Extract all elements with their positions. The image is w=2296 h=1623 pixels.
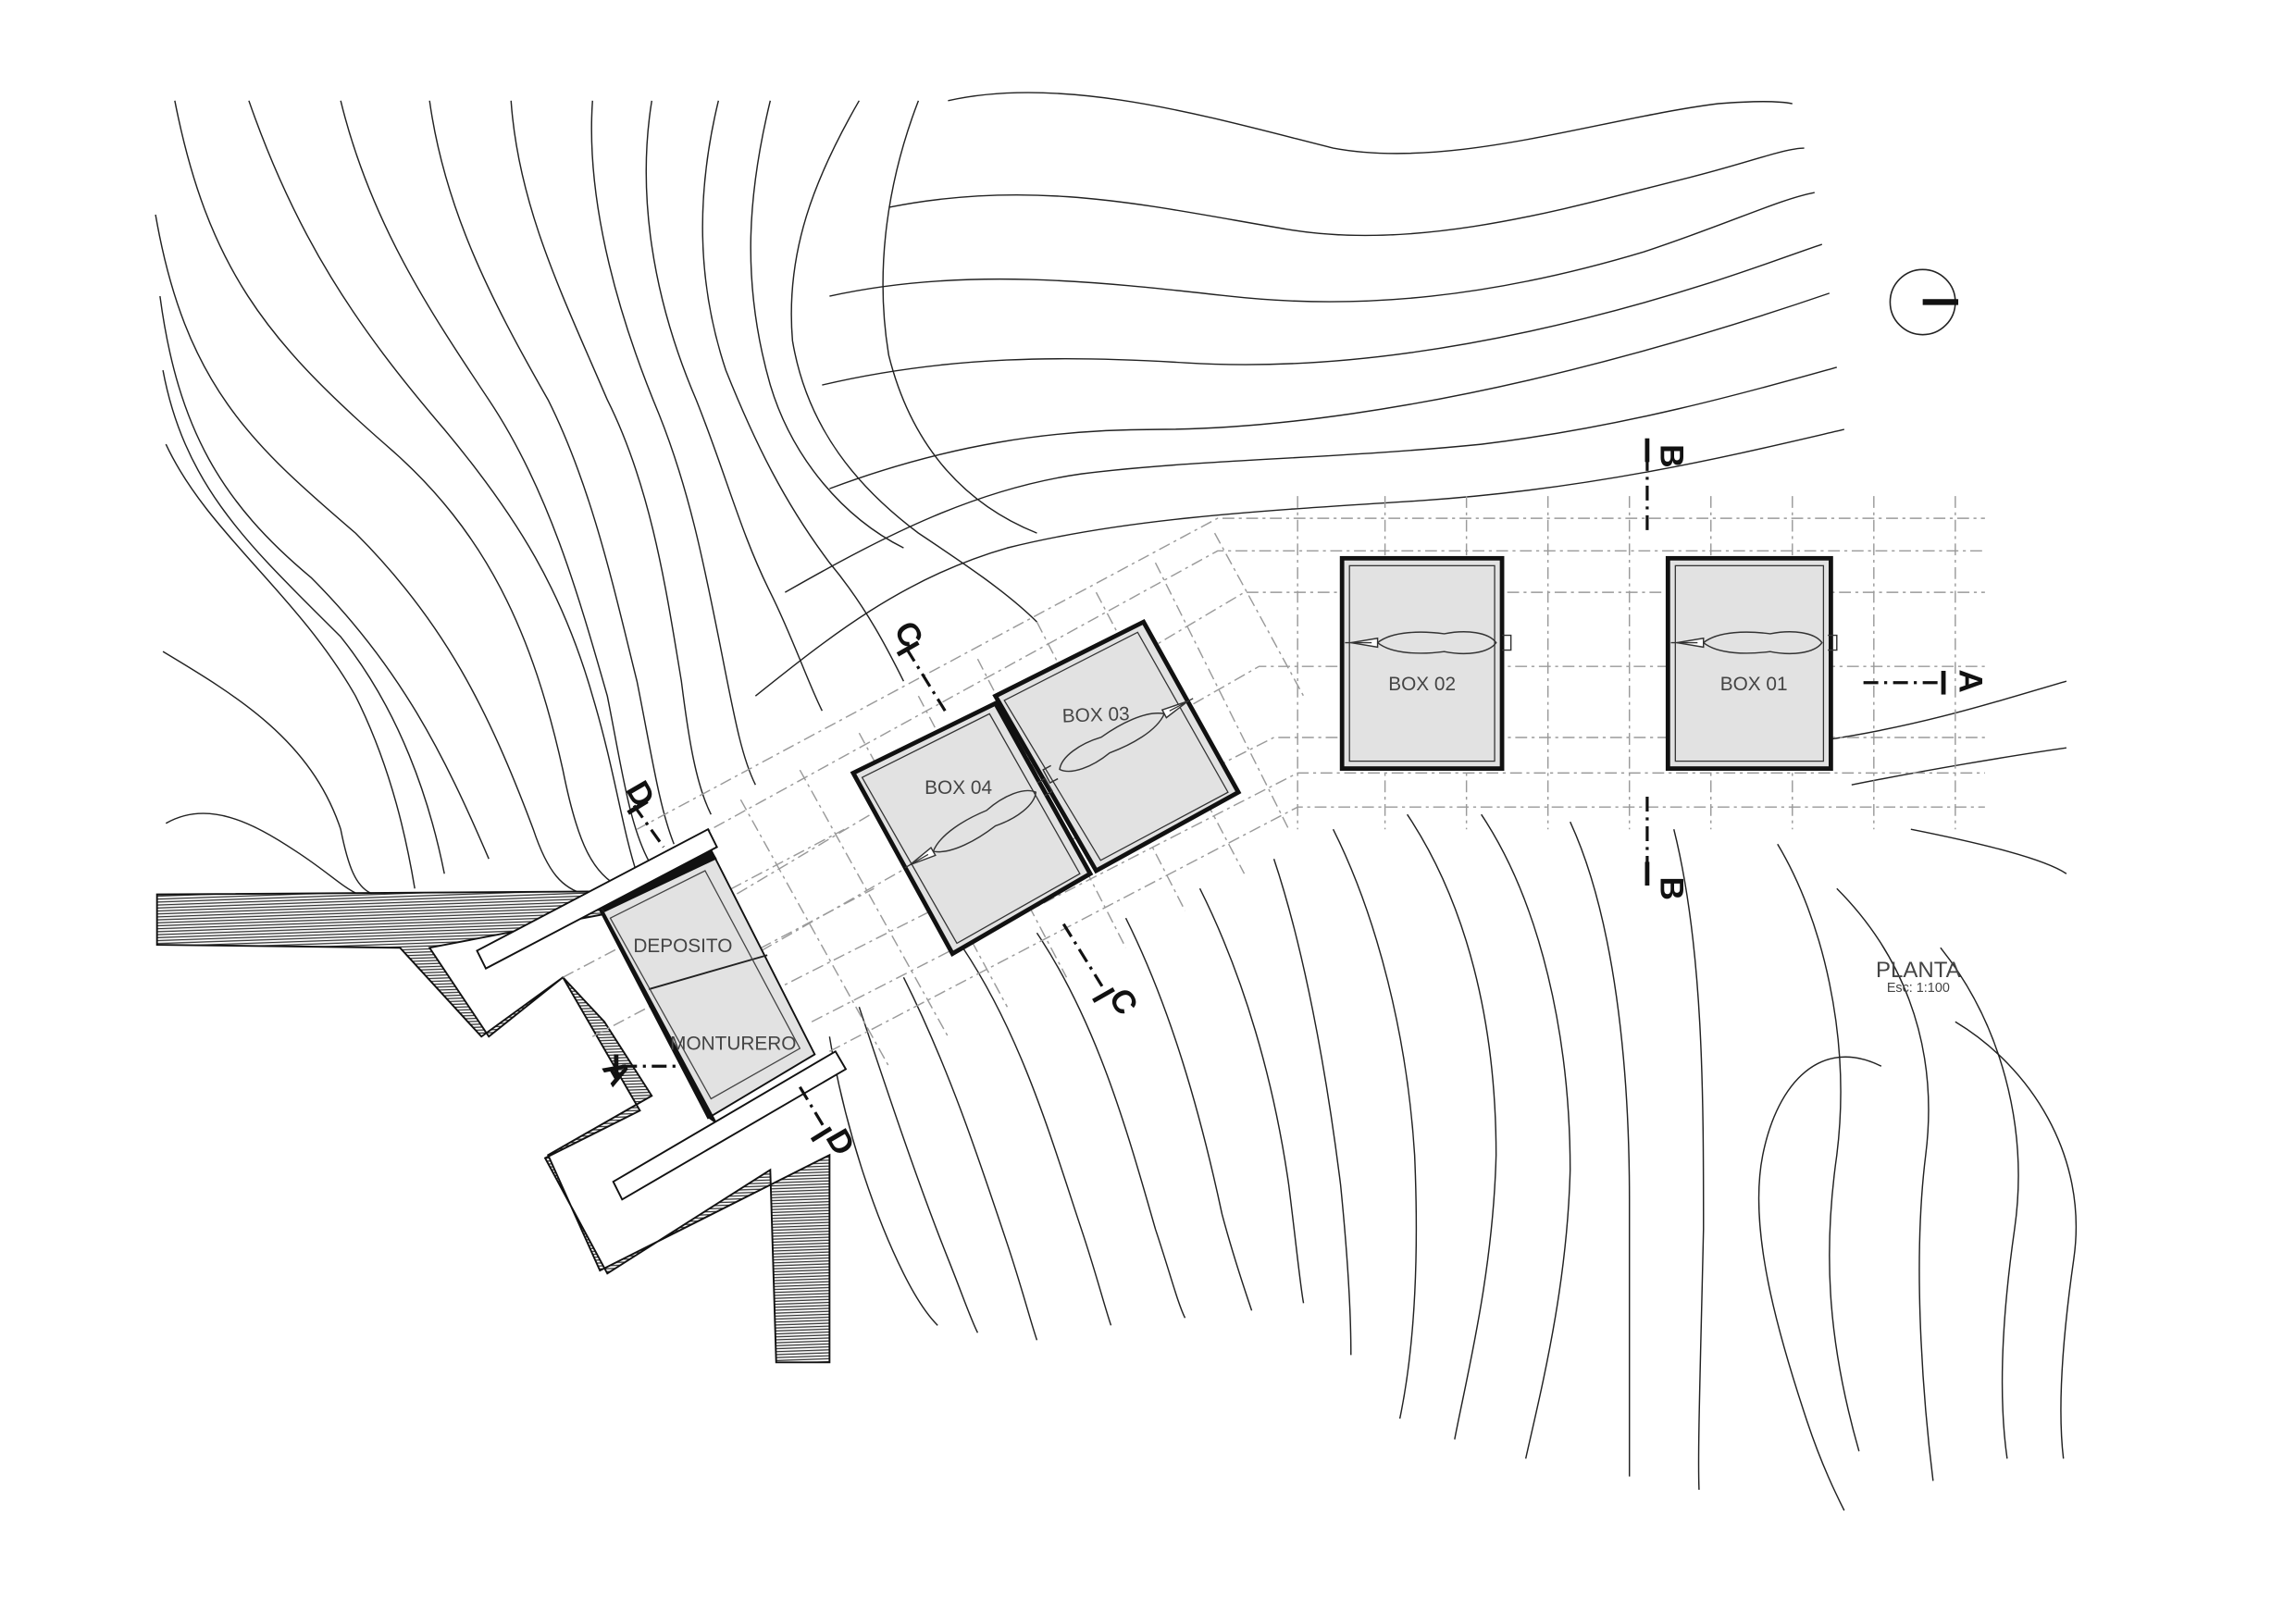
box-02[interactable] xyxy=(1339,555,1512,771)
section-d-top: D xyxy=(619,775,662,814)
section-c-bottom: C xyxy=(1101,983,1144,1022)
drawing-scale: Esc: 1:100 xyxy=(1887,981,1950,996)
label-montureo: MONTURERO xyxy=(670,1034,796,1055)
north-arrow-icon xyxy=(1889,268,1959,336)
box-03[interactable] xyxy=(992,618,1242,874)
label-box-04: BOX 04 xyxy=(925,777,992,799)
drawing-title: PLANTA xyxy=(1876,958,1961,983)
section-b-top: B xyxy=(1653,444,1689,467)
section-c-top: C xyxy=(887,615,929,654)
box-01[interactable] xyxy=(1665,555,1838,771)
tie-bars xyxy=(476,827,848,1201)
box-04[interactable] xyxy=(850,700,1094,957)
label-box-01: BOX 01 xyxy=(1720,674,1788,695)
section-b-bottom: B xyxy=(1653,877,1689,900)
room-labels: BOX 02 BOX 01 BOX 03 BOX 04 DEPOSITO MON… xyxy=(633,674,1787,1055)
retaining-walls xyxy=(155,890,831,1364)
section-d-bottom: D xyxy=(819,1123,862,1162)
contour-lines xyxy=(155,92,2078,1511)
label-box-02: BOX 02 xyxy=(1388,674,1456,695)
section-lines xyxy=(622,455,1944,1133)
section-a-right: A xyxy=(1953,669,1989,692)
section-ticks xyxy=(614,438,1946,1143)
label-deposito: DEPOSITO xyxy=(633,935,732,957)
label-box-03: BOX 03 xyxy=(1061,703,1130,727)
drawing-title-block: PLANTA Esc: 1:100 xyxy=(1876,958,1961,996)
